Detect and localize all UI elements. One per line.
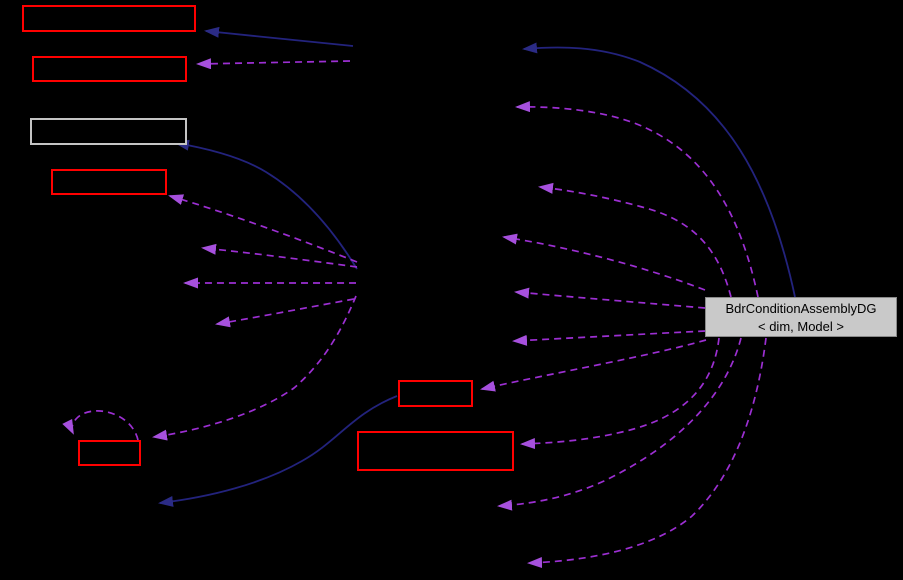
usage-main-9-edge (527, 337, 767, 569)
node-mid-small[interactable] (398, 380, 473, 407)
usage-to-top-2-edge (196, 58, 351, 70)
main-class-node: BdrConditionAssemblyDG < dim, Model > (705, 297, 897, 337)
usage-hub-2-edge (201, 243, 358, 268)
node-left-4[interactable] (51, 169, 167, 195)
usage-main-7-edge (520, 337, 720, 450)
usage-main-2-edge (538, 182, 732, 298)
node-mid-large[interactable] (357, 431, 514, 471)
main-class-template-params: < dim, Model > (758, 319, 844, 334)
usage-hub-1-edge (168, 194, 358, 263)
usage-main-3-edge (502, 233, 706, 291)
node-top-2[interactable] (32, 56, 187, 82)
inheritance-to-top-1-edge (204, 26, 354, 47)
inheritance-from-small-edge (158, 395, 398, 507)
usage-hub-5-edge (152, 295, 357, 441)
usage-self-loop-edge (62, 410, 139, 441)
inheritance-from-main-edge (522, 42, 796, 298)
usage-main-8-edge (497, 337, 742, 511)
usage-main-4-edge (514, 287, 706, 309)
usage-hub-4-edge (215, 298, 355, 328)
node-top-1[interactable] (22, 5, 196, 32)
main-class-name: BdrConditionAssemblyDG (725, 301, 877, 316)
node-bottom-left[interactable] (78, 440, 141, 466)
usage-main-6-edge (480, 339, 707, 392)
usage-main-5-edge (512, 330, 706, 346)
usage-main-1-edge (515, 101, 759, 298)
inheritance-to-grey-edge (174, 139, 358, 270)
node-grey[interactable] (30, 118, 187, 145)
